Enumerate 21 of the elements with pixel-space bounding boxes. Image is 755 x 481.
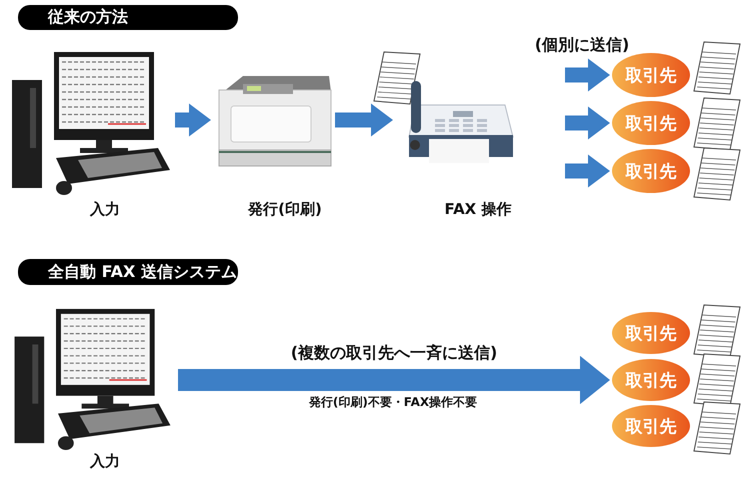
client-ellipse: 取引先 [612, 312, 690, 354]
client-ellipse: 取引先 [612, 53, 690, 97]
node-label: 入力 [90, 452, 120, 471]
node-label: FAX 操作 [444, 200, 512, 219]
note-text: (個別に送信) [534, 35, 630, 56]
block-arrow [565, 106, 610, 140]
client-ellipse: 取引先 [612, 359, 690, 401]
block-arrow [335, 104, 393, 136]
client-ellipse: 取引先 [612, 405, 690, 447]
client-ellipse: 取引先 [612, 101, 690, 145]
section-header: 従来の方法 [18, 5, 238, 30]
block-arrow [178, 356, 610, 404]
edge-label: (複数の取引先へ一斉に送信) [290, 343, 498, 364]
block-arrow [565, 58, 610, 92]
client-ellipse: 取引先 [612, 149, 690, 193]
note-text: 発行(印刷)不要・FAX操作不要 [308, 394, 478, 411]
node-label: 発行(印刷) [248, 200, 322, 219]
block-arrow [565, 154, 610, 188]
section-header: 全自動 FAX 送信システム [18, 259, 238, 285]
node-label: 入力 [90, 200, 120, 219]
block-arrow [175, 104, 211, 136]
